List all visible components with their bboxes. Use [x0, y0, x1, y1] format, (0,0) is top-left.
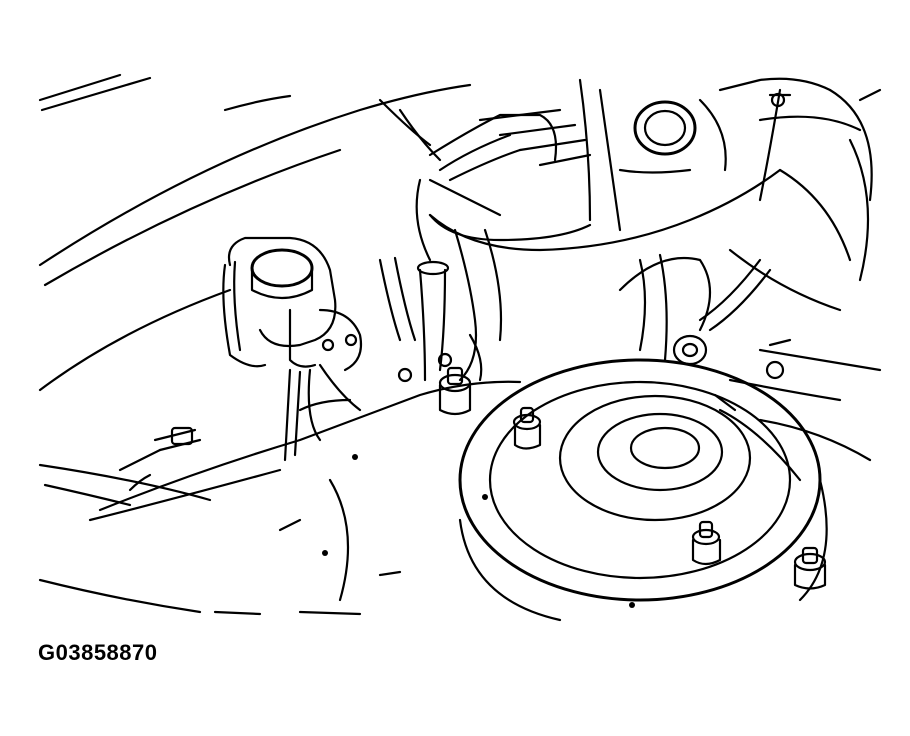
wiring-connector [415, 108, 592, 262]
stud-upper-left [512, 406, 542, 450]
fender-panel-lines [38, 73, 472, 507]
vacuum-hoses [378, 213, 592, 383]
brake-lines [283, 363, 362, 462]
filler-cap [618, 98, 727, 174]
wire-loop [428, 78, 792, 252]
fender-connector [118, 426, 202, 492]
strut-studs [438, 366, 827, 590]
stud-center [438, 366, 472, 416]
stud-lower [691, 520, 722, 566]
engine-block-right [618, 77, 882, 482]
strut-tower [458, 358, 828, 622]
inner-fender [38, 380, 635, 616]
brake-fluid-reservoir [222, 236, 363, 372]
figure-id-label: G03858870 [38, 640, 158, 665]
stud-right [793, 546, 827, 590]
